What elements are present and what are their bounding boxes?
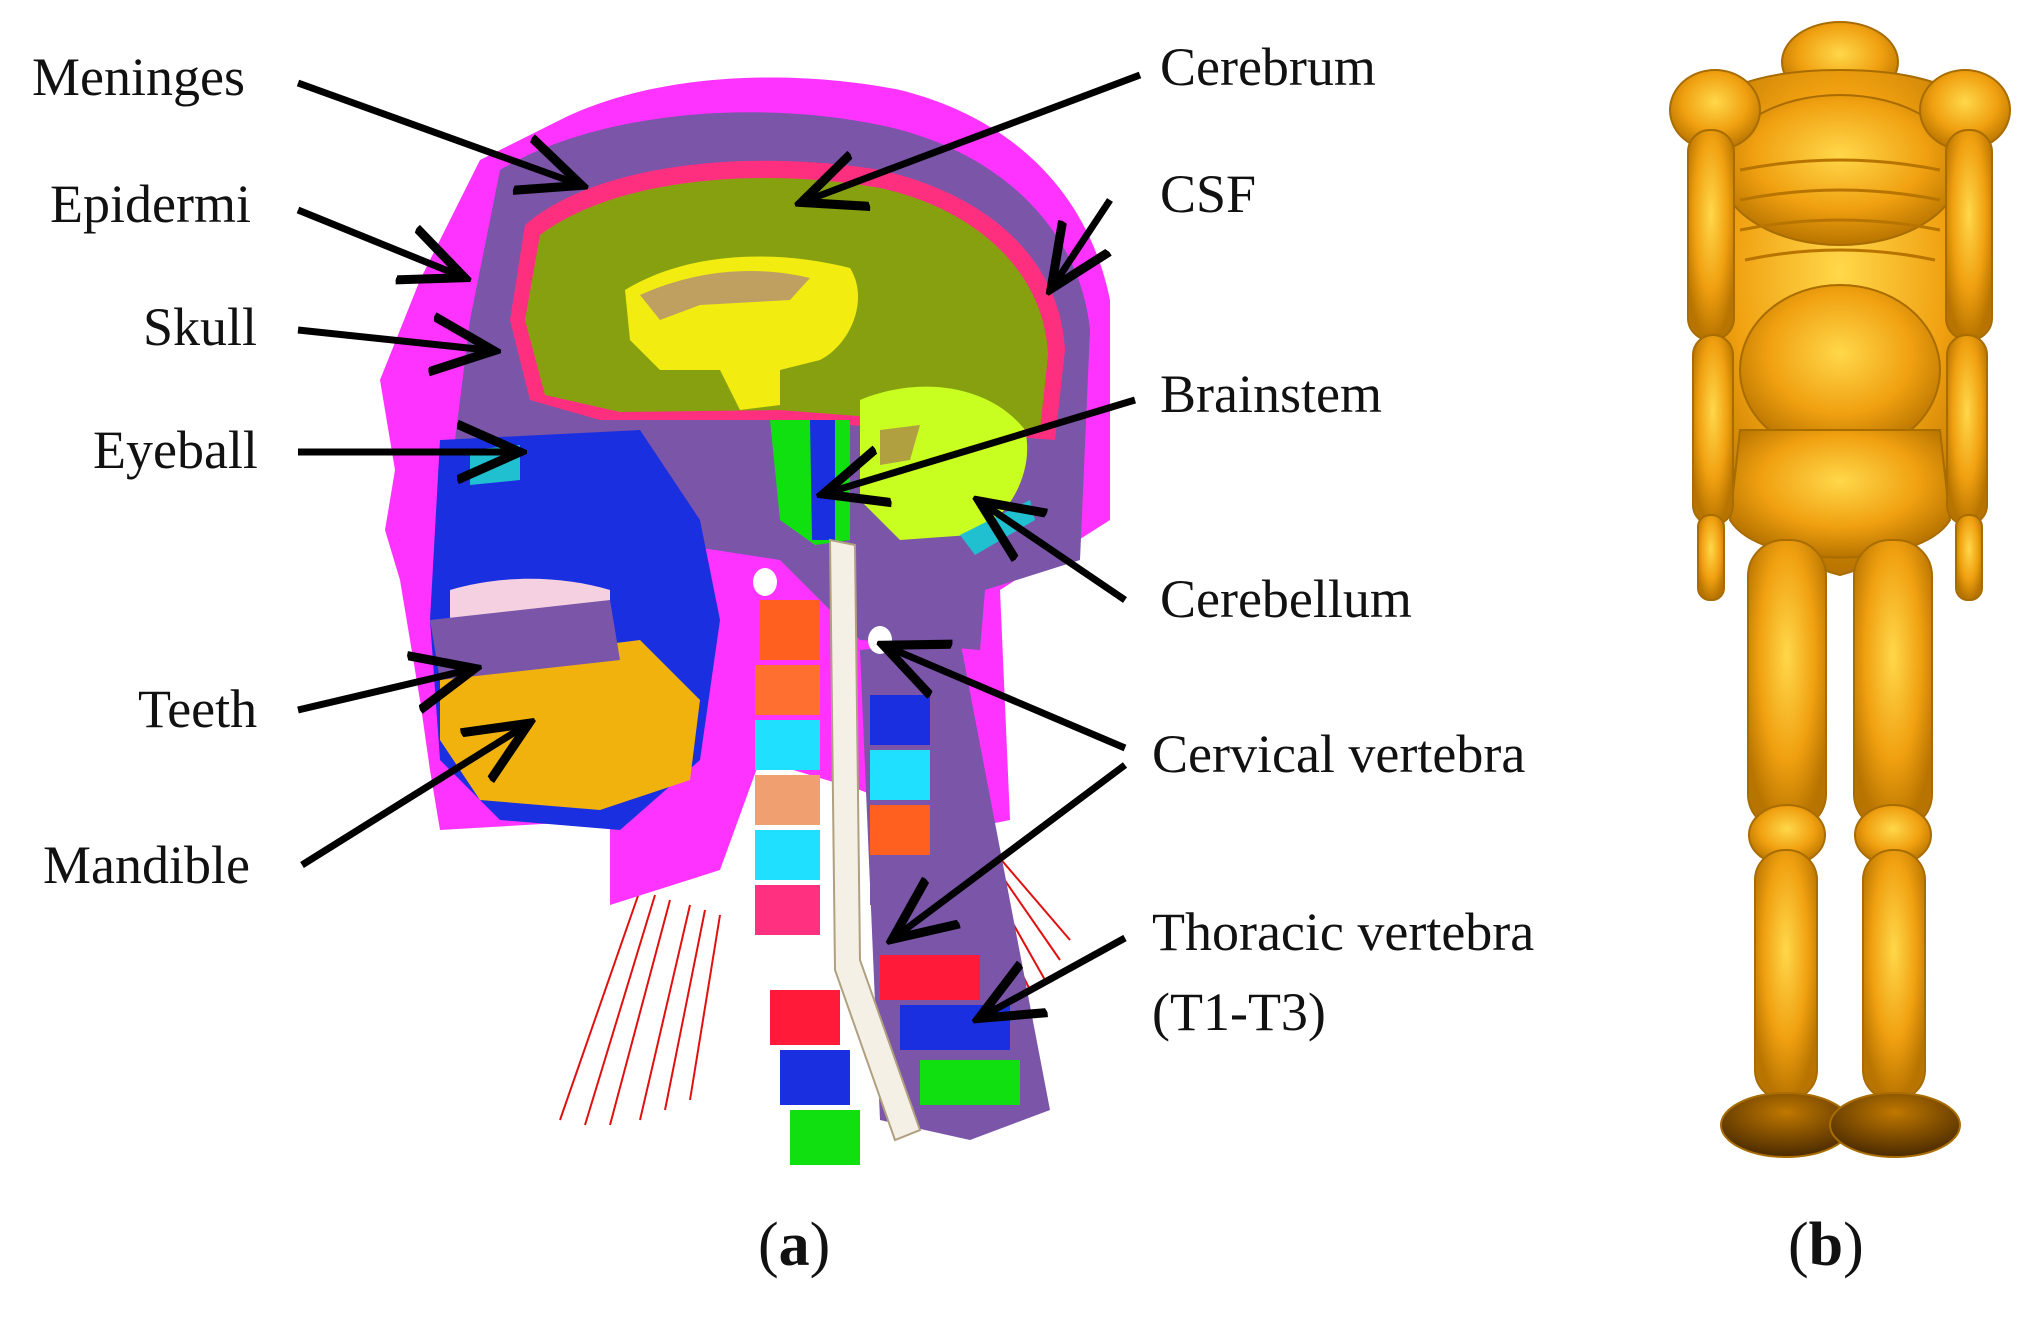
mandible-arrow (300, 727, 523, 868)
thoracic-vertebra-arrow (985, 934, 1127, 1015)
label-thoracic-vertebra: Thoracic vertebra (1152, 902, 1534, 962)
label-meninges: Meninges (32, 47, 245, 107)
brainstem-blue (810, 420, 835, 540)
body-right-shin (1862, 849, 1926, 1101)
body-left-hand (1697, 514, 1725, 601)
inner-brain-tan (640, 270, 810, 320)
vertebral-foramen (753, 568, 777, 596)
label-epidermi: Epidermi (50, 174, 251, 234)
cervical-vertebra-arrow-upper (890, 648, 1127, 752)
meninges-arrow (296, 79, 575, 183)
head-neck-model-illustration (380, 77, 1110, 1165)
label-skull: Skull (143, 297, 257, 357)
body-right-hand (1955, 514, 1983, 601)
label-brainstem: Brainstem (1160, 364, 1382, 424)
teeth-arrow (297, 670, 468, 710)
csf-arrow (1055, 198, 1113, 283)
label-cerebrum: Cerebrum (1160, 37, 1376, 97)
epidermi-arrow (296, 206, 458, 275)
body-right-forearm (1946, 334, 1988, 526)
vertebral-foramen (868, 626, 892, 654)
body-left-upper-arm (1687, 129, 1735, 341)
panel-label-b: (b) (1788, 1211, 1864, 1279)
full-body-model-illustration (1669, 21, 2011, 1158)
body-left-shin (1754, 849, 1818, 1101)
panel-label-a: (a) (758, 1211, 830, 1279)
label-eyeball: Eyeball (93, 420, 258, 480)
body-right-upper-arm (1945, 129, 1993, 341)
brainstem-arrow (830, 396, 1137, 492)
body-pelvis (1728, 429, 1952, 559)
label-cerebellum: Cerebellum (1160, 569, 1412, 629)
body-right-thigh (1853, 539, 1933, 831)
label-csf: CSF (1160, 164, 1256, 224)
cervical-vertebra-arrow-lower (898, 762, 1128, 935)
skull-arrow (297, 330, 487, 350)
body-left-forearm (1692, 334, 1734, 526)
cerebrum-arrow (808, 71, 1142, 200)
label-thoracic-range: (T1-T3) (1152, 982, 1326, 1042)
label-mandible: Mandible (43, 835, 250, 895)
annotation-arrows (296, 71, 1142, 1015)
annotation-labels: Meninges Epidermi Skull Eyeball Teeth Ma… (32, 37, 1534, 1042)
label-cervical-vertebra: Cervical vertebra (1152, 724, 1525, 784)
label-teeth: Teeth (138, 679, 257, 739)
body-right-foot (1829, 1092, 1961, 1158)
spinal-cord (828, 538, 922, 1142)
body-left-thigh (1747, 539, 1827, 831)
cerebellum-arrow (985, 505, 1127, 603)
body-ribs (1739, 158, 1941, 262)
